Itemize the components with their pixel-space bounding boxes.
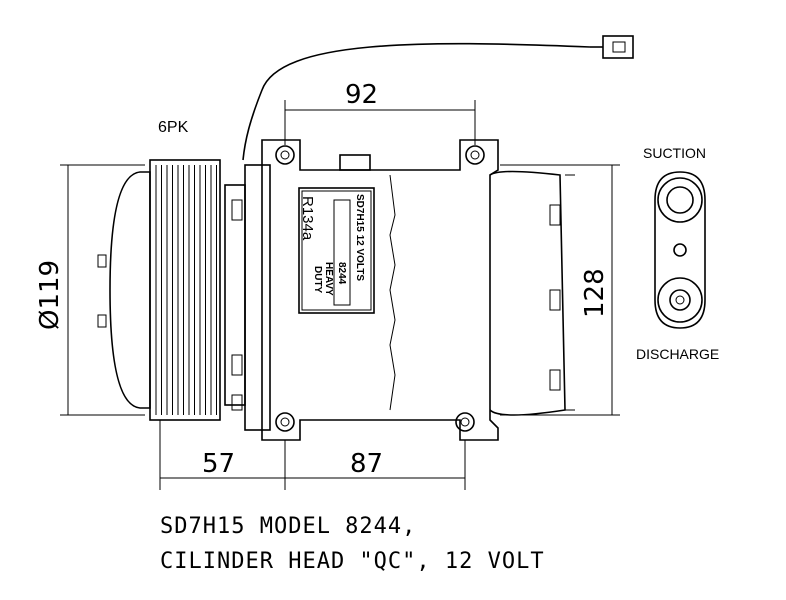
nameplate-model: SD7H15 12 VOLTS [354, 194, 365, 281]
caption-line-1: SD7H15 MODEL 8244, [160, 514, 416, 539]
discharge-label: DISCHARGE [636, 346, 719, 362]
caption-line-2: CILINDER HEAD "QC", 12 VOLT [160, 549, 545, 574]
dimension-mount-spacing: 87 [350, 449, 383, 479]
nameplate-duty-1: HEAVY [323, 262, 334, 296]
nameplate: SD7H15 12 VOLTS 8244 HEAVY DUTY R134a [298, 187, 375, 314]
nameplate-duty-2: DUTY [312, 266, 323, 294]
dimension-pulley-diameter: Ø119 [35, 260, 65, 330]
pulley [97, 159, 221, 421]
suction-label: SUCTION [643, 145, 706, 161]
belt-label: 6PK [158, 119, 189, 136]
nameplate-number: 8244 [336, 262, 347, 285]
dimension-pulley-offset: 57 [202, 449, 235, 479]
dimension-top-width: 92 [345, 80, 378, 110]
suction-discharge-fitting [654, 171, 706, 329]
electrical-connector [242, 35, 634, 161]
compressor-body [224, 139, 575, 441]
dimension-height: 128 [580, 268, 610, 318]
nameplate-refrigerant: R134a [299, 196, 316, 241]
dimension-lines [60, 100, 620, 490]
